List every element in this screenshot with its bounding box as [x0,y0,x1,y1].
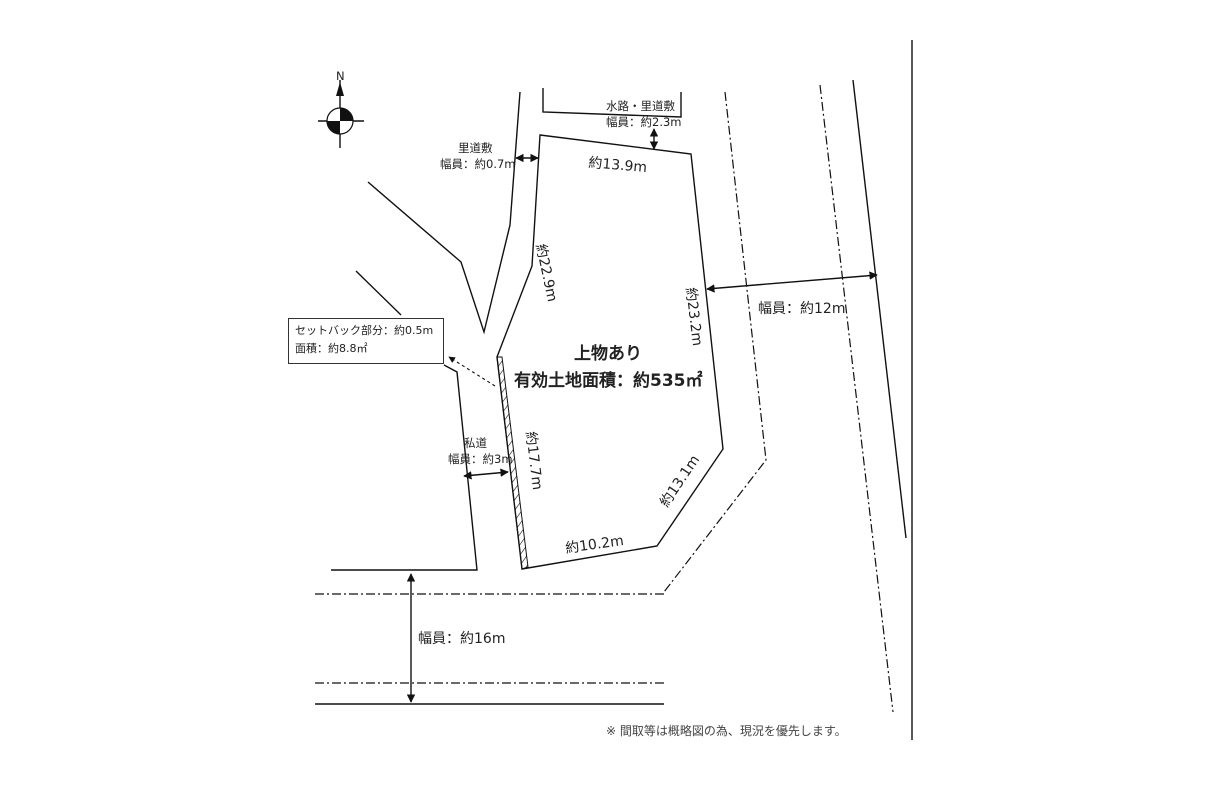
east-road-far-edge [852,79,907,539]
building-label: 上物あり [574,343,642,364]
water-path-width: 幅員：約2.3m [606,115,682,129]
compass-icon: N [318,69,364,148]
edge-west-upper-label: 約22.9m [532,243,560,304]
edge-southeast-label: 約13.1m [657,453,703,511]
village-path-line [367,91,521,335]
east-road-width: 幅員：約12m [758,301,845,317]
south-road-width: 幅員：約16m [418,631,505,647]
private-road-name: 私道 [464,436,487,450]
private-road-line [331,364,478,571]
lot-outline [496,134,724,570]
edge-east-label: 約23.2m [682,287,705,347]
setback-callout: セットバック部分：約0.5m 面積：約8.8㎡ [288,318,444,364]
east-road-dashed-boundary [663,91,767,593]
water-path-name: 水路・里道敷 [606,99,675,113]
north-label: N [336,69,345,83]
private-road-width: 幅員：約3m [448,452,513,466]
footnote: ※ 間取等は概略図の為、現況を優先します。 [606,724,847,738]
east-road-dimension [706,271,878,293]
village-path-name: 里道敷 [458,141,493,155]
setback-width-text: セットバック部分：約0.5m [295,324,434,337]
water-path-line [542,88,682,118]
edge-west-lower-label: 約17.7m [522,431,545,491]
edge-north-label: 約13.9m [588,155,648,176]
east-road-centerline [819,84,894,713]
lot-area-label: 有効土地面積：約535㎡ [514,370,703,391]
neighbor-boundary [355,270,402,316]
setback-area-text: 面積：約8.8㎡ [295,342,368,355]
village-path-width: 幅員：約0.7m [440,157,516,171]
private-road-dimension [463,468,509,480]
